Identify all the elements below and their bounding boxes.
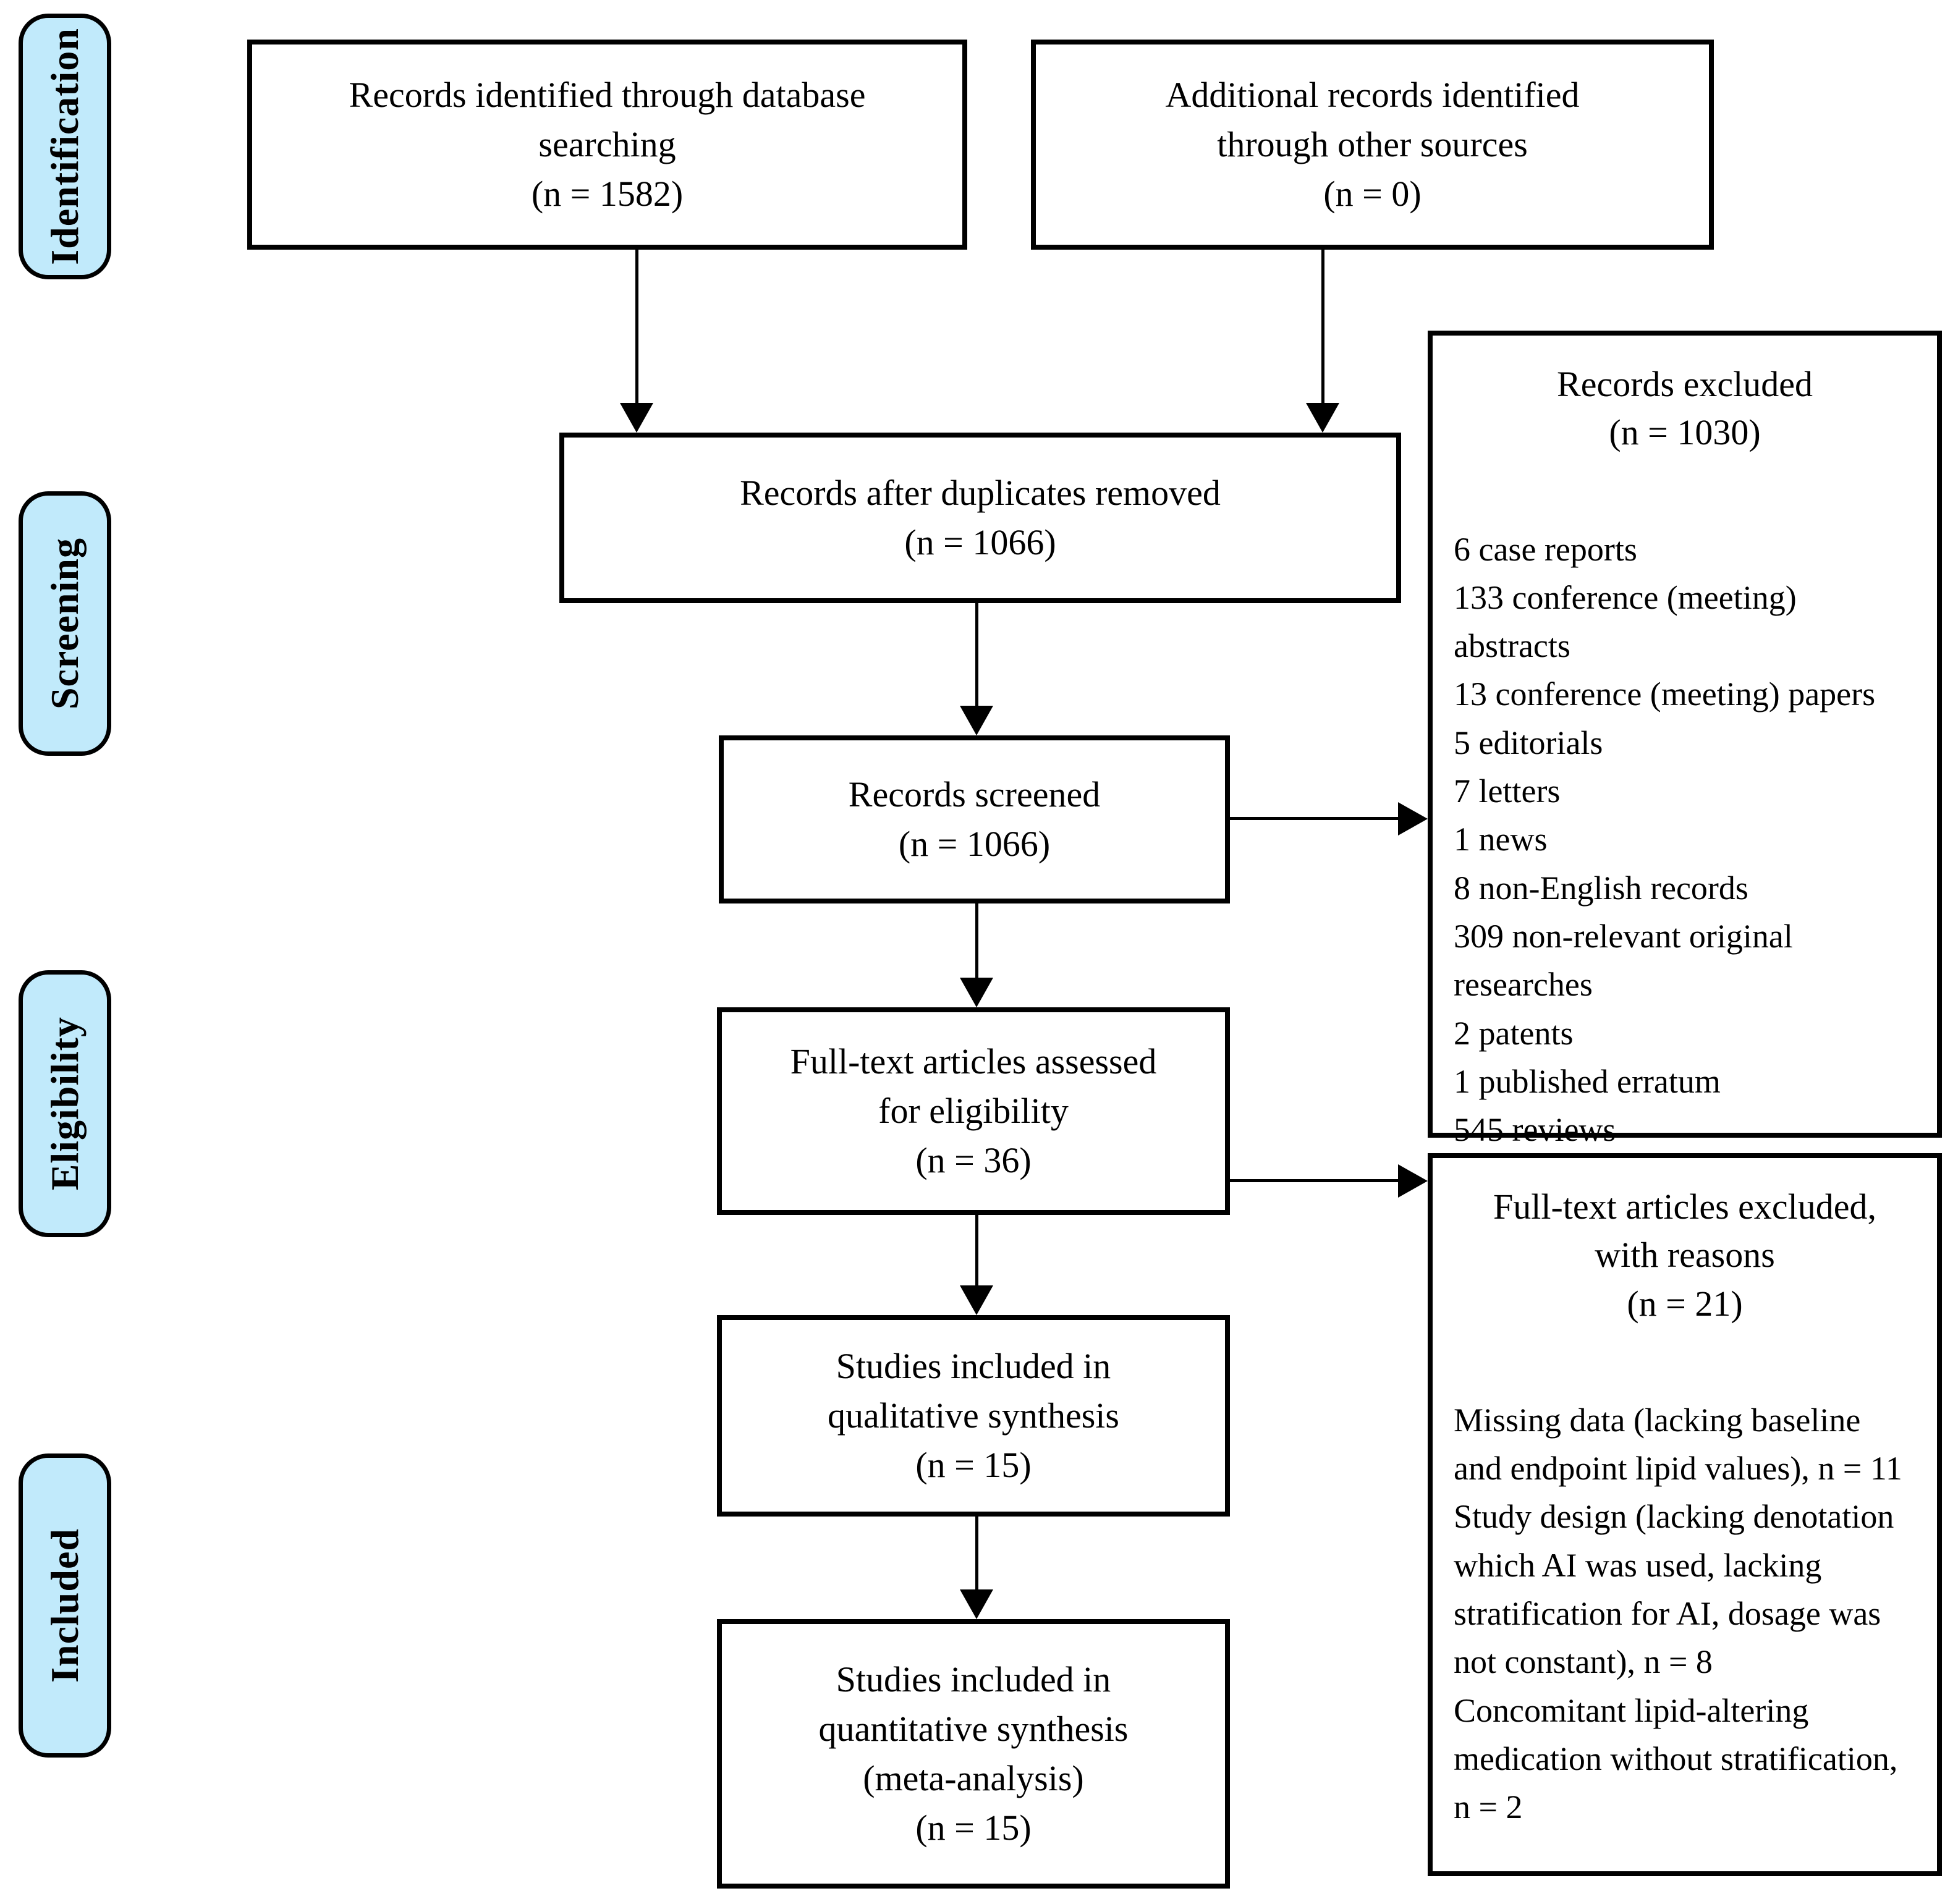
box-fulltext-assessed: Full-text articles assessed for eligibil… [717, 1007, 1230, 1215]
stage-included-label: Included [43, 1528, 87, 1683]
box-duplicates-removed-text: Records after duplicates removed (n = 10… [740, 472, 1221, 562]
box-records-screened: Records screened (n = 1066) [719, 735, 1230, 903]
arrow-dedup-to-screened-head-icon [960, 706, 993, 735]
box-fulltext-excluded-items: Missing data (lacking baseline and endpo… [1454, 1401, 1902, 1826]
box-quantitative-synthesis: Studies included in quantitative synthes… [717, 1619, 1230, 1889]
box-records-excluded-title: Records excluded (n = 1030) [1557, 364, 1813, 453]
box-fulltext-excluded: Full-text articles excluded, with reason… [1428, 1153, 1942, 1876]
box-qualitative-synthesis: Studies included in qualitative synthesi… [717, 1315, 1230, 1517]
box-records-excluded: Records excluded (n = 1030) 6 case repor… [1428, 331, 1942, 1148]
arrow-screened-to-fulltext-head-icon [960, 978, 993, 1007]
box-fulltext-assessed-text: Full-text articles assessed for eligibil… [790, 1041, 1157, 1181]
stage-identification-label: Identification [43, 28, 87, 265]
box-quantitative-synthesis-text: Studies included in quantitative synthes… [818, 1659, 1129, 1848]
arrow-fulltext-to-qualitative-head-icon [960, 1285, 993, 1315]
box-records-screened-text: Records screened (n = 1066) [848, 774, 1101, 864]
arrow-fulltext-to-excluded-stem [1230, 1179, 1400, 1182]
arrow-additional-to-dedup-stem [1321, 250, 1324, 404]
arrow-screened-to-excluded-head-icon [1398, 802, 1428, 836]
box-additional-records: Additional records identified through ot… [1031, 40, 1714, 250]
arrow-dedup-to-screened-stem [975, 603, 978, 708]
box-additional-records-text: Additional records identified through ot… [1165, 74, 1580, 214]
stage-included: Included [19, 1453, 111, 1758]
stage-identification: Identification [19, 14, 111, 279]
arrow-fulltext-to-qualitative-stem [975, 1215, 978, 1286]
stage-eligibility: Eligibility [19, 970, 111, 1237]
arrow-screened-to-fulltext-stem [975, 903, 978, 981]
box-fulltext-excluded-title: Full-text articles excluded, with reason… [1493, 1187, 1877, 1324]
stage-screening: Screening [19, 491, 111, 756]
arrow-qualitative-to-quantitative-stem [975, 1517, 978, 1591]
arrow-identified-to-dedup-stem [635, 250, 638, 404]
arrow-qualitative-to-quantitative-head-icon [960, 1589, 993, 1619]
arrow-additional-to-dedup-head-icon [1306, 403, 1339, 433]
arrow-identified-to-dedup-head-icon [620, 403, 653, 433]
stage-eligibility-label: Eligibility [43, 1017, 87, 1191]
box-qualitative-synthesis-text: Studies included in qualitative synthesi… [828, 1345, 1119, 1486]
arrow-fulltext-to-excluded-head-icon [1398, 1164, 1428, 1198]
arrow-screened-to-excluded-stem [1230, 817, 1400, 820]
box-records-excluded-items: 6 case reports 133 conference (meeting) … [1454, 530, 1876, 1149]
stage-screening-label: Screening [43, 537, 87, 710]
box-records-identified: Records identified through database sear… [247, 40, 967, 250]
box-duplicates-removed: Records after duplicates removed (n = 10… [559, 433, 1401, 603]
box-records-identified-text: Records identified through database sear… [349, 74, 866, 214]
